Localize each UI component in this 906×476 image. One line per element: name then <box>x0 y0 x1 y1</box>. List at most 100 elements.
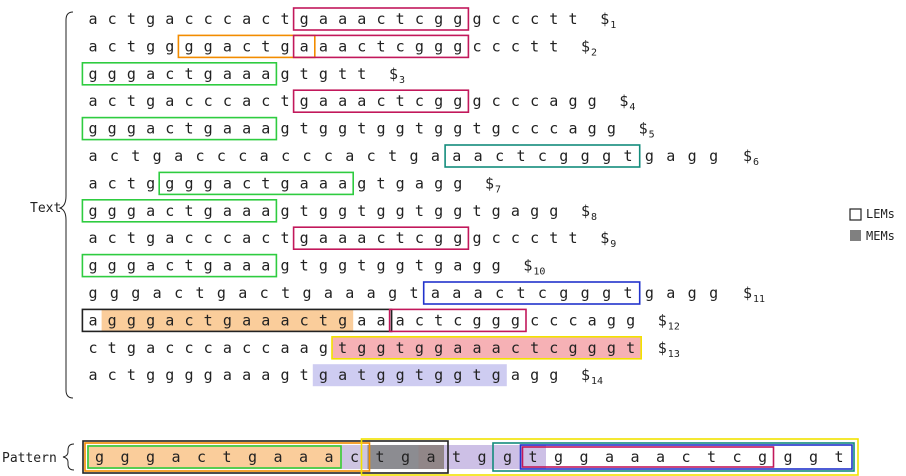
sequence-char: a <box>242 257 251 275</box>
sequence-char: g <box>280 257 289 275</box>
sequence-char: g <box>396 174 405 192</box>
pattern-char: a <box>656 448 665 466</box>
sequence-char: c <box>261 92 270 110</box>
sequence-char: t <box>300 202 309 220</box>
sequence-char: c <box>204 10 213 28</box>
pattern-brace <box>62 443 75 471</box>
sequence-char: g <box>204 202 213 220</box>
sequence-char: c <box>453 311 462 329</box>
sequence-char: c <box>165 257 174 275</box>
lem-box <box>81 199 278 223</box>
pattern-char: a <box>172 448 181 466</box>
text-brace <box>58 11 74 399</box>
sequence-char: a <box>452 284 461 302</box>
sequence-char: c <box>511 92 520 110</box>
pattern-char: c <box>733 448 742 466</box>
sequence-char: a <box>238 284 247 302</box>
sequence-char: t <box>415 257 424 275</box>
sequence-char: g <box>300 10 309 28</box>
sequence-char: a <box>261 120 270 138</box>
sequence-char: g <box>88 284 97 302</box>
sequence-char: c <box>376 10 385 28</box>
lem-box <box>81 116 278 141</box>
pattern-char: g <box>478 448 487 466</box>
sequence-char: g <box>108 311 117 329</box>
terminator-index: 6 <box>753 157 759 168</box>
sequence-char: g <box>453 174 462 192</box>
sequence-char: c <box>261 10 270 28</box>
sequence-char: g <box>127 339 136 357</box>
sequence-char: a <box>223 257 232 275</box>
legend-lems-label: LEMs <box>866 207 895 221</box>
sequence-char: a <box>88 10 97 28</box>
lem-box <box>292 226 470 250</box>
sequence-char: g <box>376 202 385 220</box>
sequence-char: g <box>146 37 155 55</box>
sequence-char: t <box>376 174 385 192</box>
sequence-char: g <box>88 65 97 83</box>
sequence-char: c <box>511 339 520 357</box>
sequence-char: a <box>319 174 328 192</box>
sequence-char: t <box>396 92 405 110</box>
sequence-char: c <box>495 284 504 302</box>
sequence-char: c <box>538 284 547 302</box>
sequence-char: g <box>338 311 347 329</box>
sequence-char: t <box>415 366 424 384</box>
sequence-char: c <box>108 174 117 192</box>
sequence-char: g <box>472 10 481 28</box>
sequence-char: g <box>319 202 328 220</box>
sequence-char: g <box>453 366 462 384</box>
pattern-char: a <box>631 448 640 466</box>
sequence-char: g <box>492 257 501 275</box>
sequence-char: g <box>300 92 309 110</box>
sequence-char: a <box>568 120 577 138</box>
sequence-char: c <box>108 10 117 28</box>
sequence-char: g <box>396 202 405 220</box>
sequence-char: c <box>165 339 174 357</box>
sequence-char: t <box>623 284 632 302</box>
terminator-index: 2 <box>591 47 597 58</box>
pattern-char: c <box>350 448 359 466</box>
labels-layer: Text Pattern LEMs MEMs <box>2 11 895 471</box>
sequence-char: g <box>549 202 558 220</box>
sequence-char: g <box>184 366 193 384</box>
sequence-char: g <box>434 366 443 384</box>
sequence-char: t <box>568 229 577 247</box>
sequence-char: a <box>242 202 251 220</box>
sequence-char: c <box>302 147 311 165</box>
sequence-char: g <box>709 284 718 302</box>
sequence-char: c <box>511 10 520 28</box>
sequence-char: c <box>376 92 385 110</box>
sequence-char: a <box>338 10 347 28</box>
terminator-symbol: $ <box>581 37 590 55</box>
sequence-char: a <box>396 311 405 329</box>
sequence-char: c <box>511 120 520 138</box>
sequence-char: g <box>434 257 443 275</box>
sequence-char: c <box>223 10 232 28</box>
terminator-index: 7 <box>495 184 501 195</box>
sequence-char: a <box>242 10 251 28</box>
sequence-char: c <box>530 229 539 247</box>
sequence-char: c <box>492 37 501 55</box>
sequence-char: c <box>108 366 117 384</box>
sequence-char: g <box>396 366 405 384</box>
sequence-char: a <box>242 120 251 138</box>
sequence-char: t <box>472 202 481 220</box>
sequence-char: c <box>538 147 547 165</box>
sequence-char: t <box>184 257 193 275</box>
pattern-char: t <box>452 448 461 466</box>
sequence-char: g <box>559 147 568 165</box>
sequence-char: g <box>530 366 539 384</box>
sequence-char: c <box>217 147 226 165</box>
sequence-char: a <box>300 174 309 192</box>
sequence-char: c <box>511 37 520 55</box>
sequence-char: g <box>588 92 597 110</box>
terminator-symbol: $ <box>658 311 667 329</box>
sequence-char: a <box>223 37 232 55</box>
sequence-char: g <box>415 339 424 357</box>
sequence-char: t <box>184 65 193 83</box>
sequence-char: c <box>376 229 385 247</box>
